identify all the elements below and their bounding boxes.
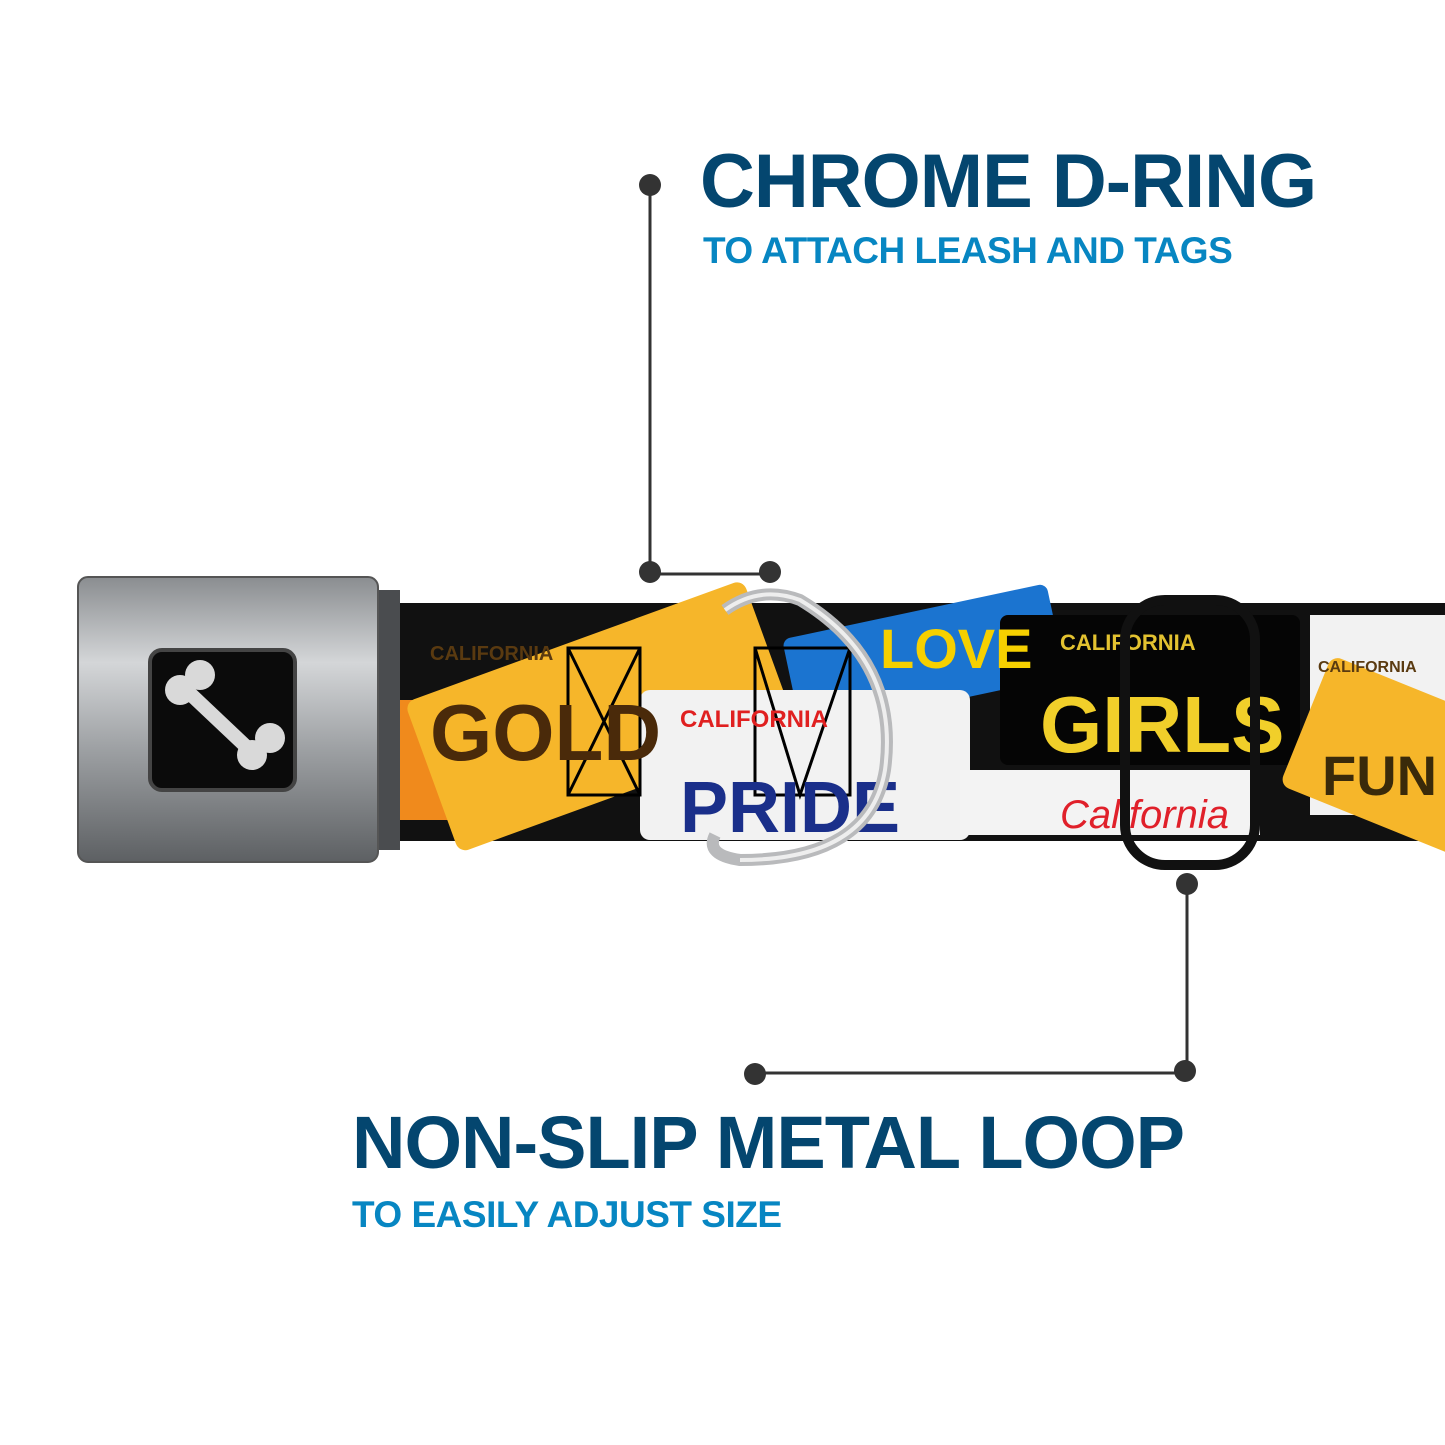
plate-text: LOVE: [880, 617, 1032, 680]
plate-text: GIRLS: [1040, 680, 1284, 769]
d-ring-callout-title: CHROME D-RING: [700, 139, 1317, 224]
loop-callout-title: NON-SLIP METAL LOOP: [352, 1101, 1185, 1184]
loop-callout-subtitle: TO EASILY ADJUST SIZE: [352, 1194, 782, 1235]
plate-text: PRIDE: [680, 768, 900, 848]
d-ring-callout-subtitle: TO ATTACH LEASH AND TAGS: [703, 230, 1233, 271]
bone-logo-icon: [165, 660, 285, 770]
plate-text: FUN: [1322, 744, 1437, 807]
plate-text: California: [1060, 793, 1229, 837]
metal-loop: [1120, 595, 1260, 870]
collar-strap: CALIFORNIA GOLD LOVE CALIFORNIA PRIDE CA…: [380, 582, 1445, 857]
plate-text: GOLD: [430, 688, 661, 777]
plate-text: CALIFORNIA: [430, 643, 553, 665]
plate-text: CALIFORNIA: [1318, 659, 1417, 676]
loop-leader-line: [744, 873, 1198, 1085]
d-ring-leader-line: [639, 174, 781, 583]
seatbelt-buckle: [77, 576, 400, 863]
plate-text: CALIFORNIA: [680, 706, 828, 733]
